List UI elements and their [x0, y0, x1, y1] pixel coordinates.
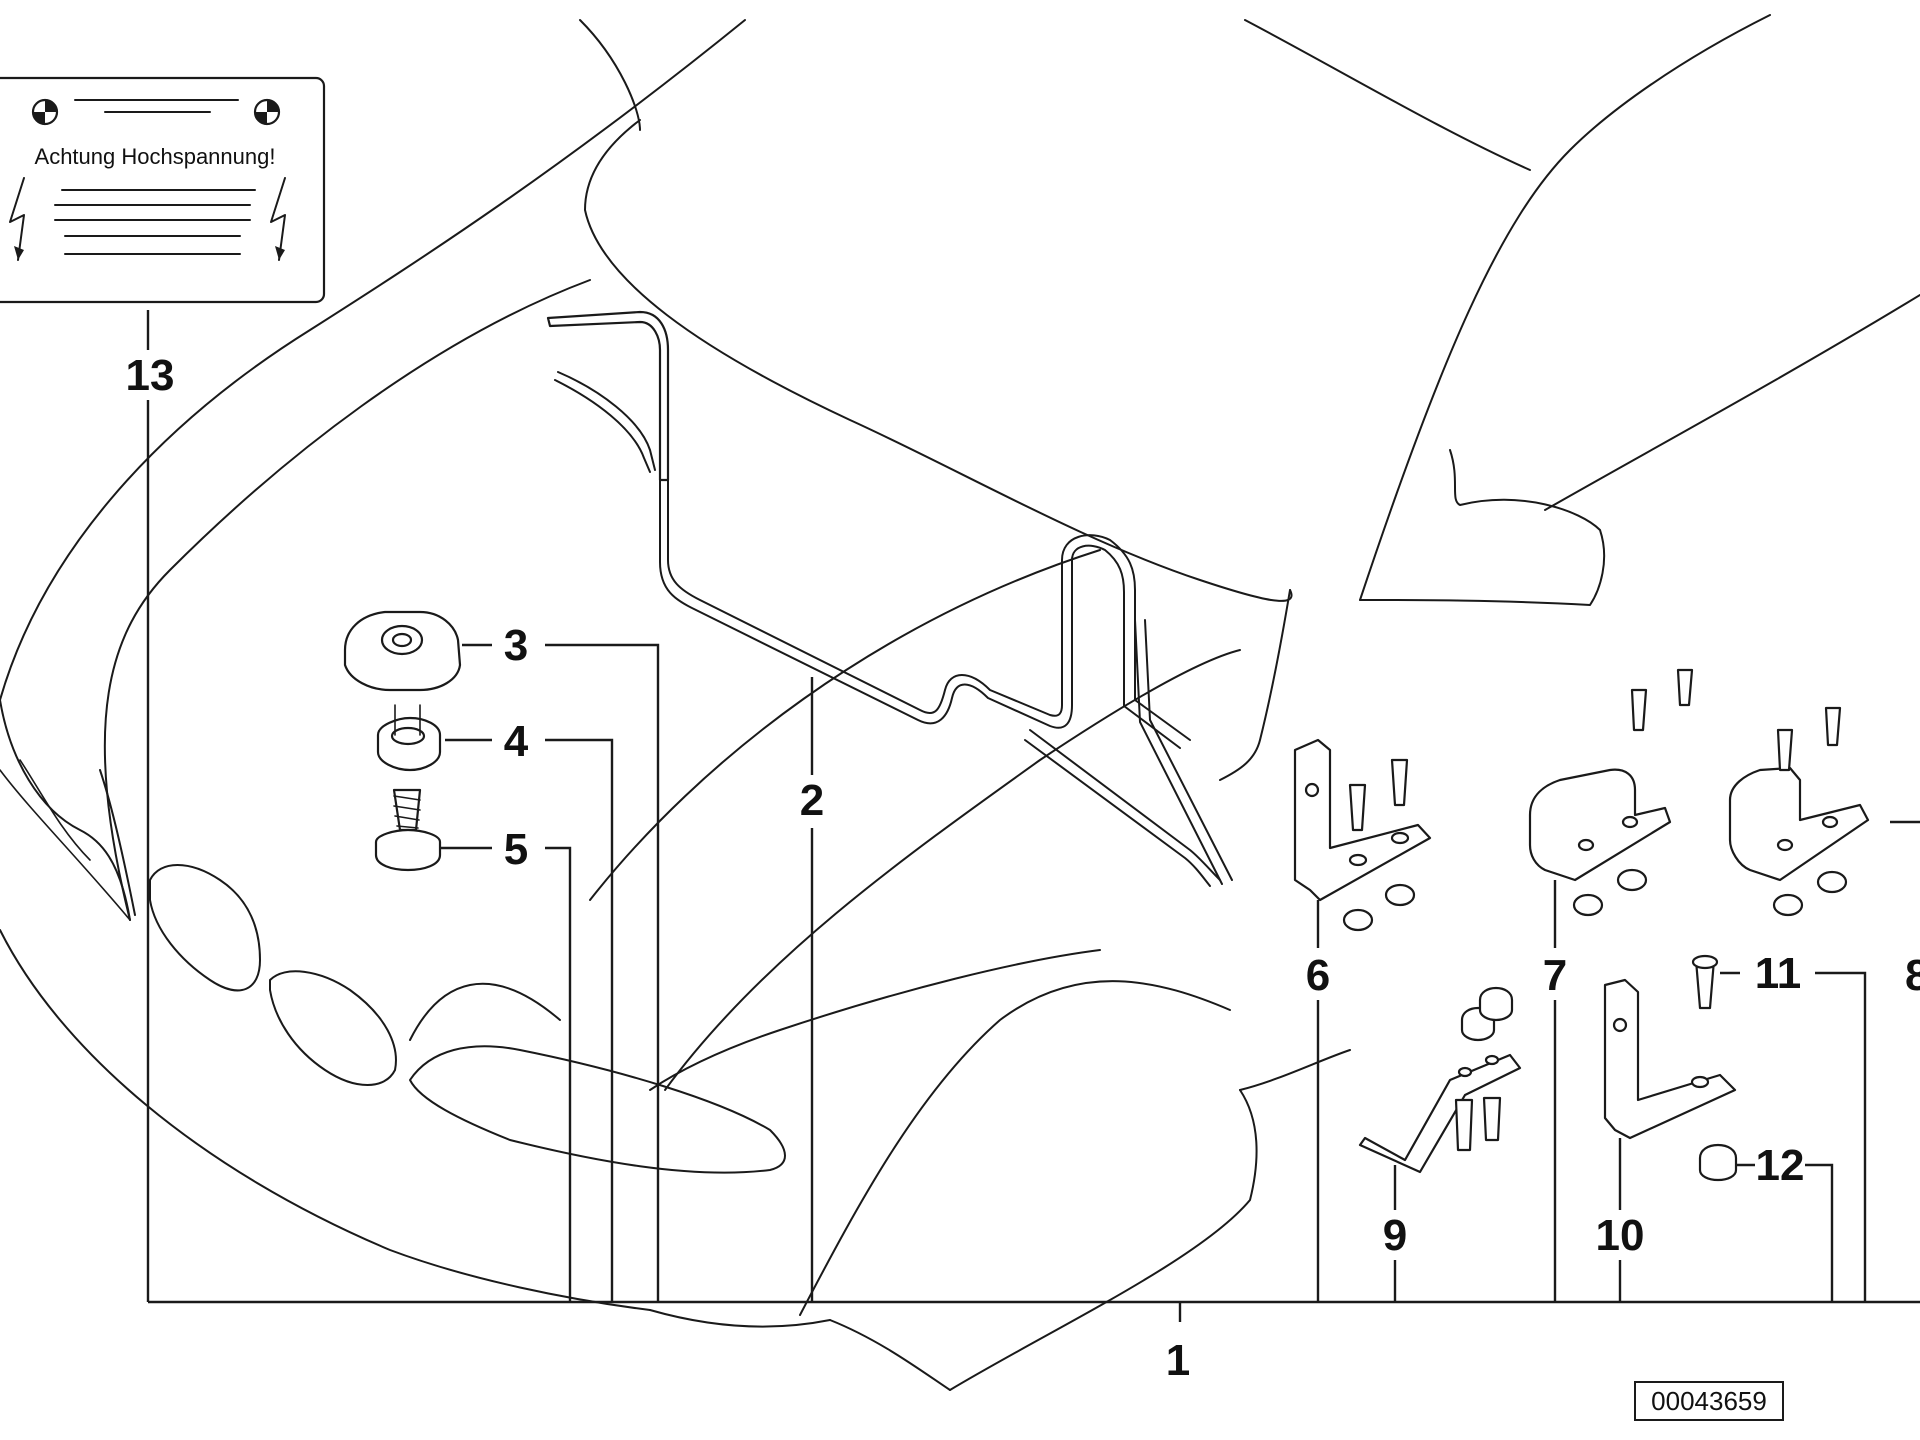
callout-2: 2: [800, 776, 824, 825]
bmw-roundel-icon: [31, 98, 59, 126]
part-9-bracket: [1358, 986, 1522, 1174]
harness-cable: [546, 310, 1233, 887]
warning-sign: Achtung Hochspannung!: [0, 76, 326, 304]
part-8-bracket: [1728, 706, 1870, 917]
lightning-bolt-icon: [9, 177, 25, 261]
callout-10: 10: [1596, 1211, 1645, 1260]
part-12-nut: [1698, 1143, 1738, 1182]
callout-9: 9: [1383, 1211, 1407, 1260]
callout-12: 12: [1756, 1141, 1805, 1190]
part-11-screw: [1691, 954, 1719, 1010]
callout-labels: 1 2 3 4 5 6 7 8 9 10 11 12 13: [126, 351, 1920, 1385]
callout-7: 7: [1543, 951, 1567, 1000]
callout-6: 6: [1306, 951, 1330, 1000]
part-7-bracket: [1528, 668, 1694, 917]
part-6-bracket: [1293, 738, 1432, 932]
callout-11: 11: [1755, 949, 1802, 998]
bmw-roundel-icon: [253, 98, 281, 126]
callout-3: 3: [504, 621, 528, 670]
lightning-bolt-icon: [270, 177, 286, 261]
part-4-clip: [376, 704, 442, 772]
callout-1: 1: [1166, 1336, 1190, 1385]
callout-13: 13: [126, 351, 175, 400]
grille-and-headlights: [19, 759, 786, 1174]
leader-lines: [146, 310, 1920, 1322]
hood-lines: [589, 549, 1241, 1091]
part-5-screw: [374, 788, 442, 872]
part-10-bracket: [1603, 978, 1737, 1140]
car-body-outline: [0, 14, 1920, 1391]
callout-4: 4: [504, 717, 529, 766]
warning-sign-text: Achtung Hochspannung!: [35, 144, 276, 169]
callout-5: 5: [504, 825, 528, 874]
callout-8: 8: [1905, 951, 1920, 1000]
part-3-holder: [343, 610, 462, 692]
reference-code: 00043659: [1651, 1386, 1767, 1416]
reference-code-box: 00043659: [1634, 1381, 1784, 1421]
